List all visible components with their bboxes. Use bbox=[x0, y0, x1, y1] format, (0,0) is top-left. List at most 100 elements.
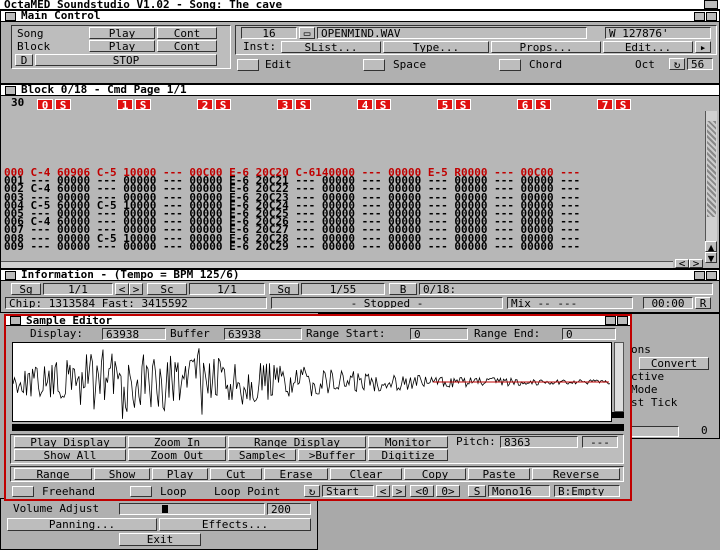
range-button[interactable]: Range bbox=[14, 468, 92, 480]
edit-checkbox[interactable] bbox=[237, 59, 259, 71]
oct-value[interactable]: 56 bbox=[687, 58, 713, 70]
convert-button[interactable]: Convert bbox=[639, 357, 709, 370]
sg2-button[interactable]: Sg bbox=[269, 283, 299, 295]
pitch-note[interactable]: --- bbox=[582, 436, 618, 448]
track-solo-button[interactable]: S bbox=[535, 99, 551, 111]
pattern-row[interactable]: 008 --- 00000 C-5 10000 --- 00000 E-6 20… bbox=[4, 231, 581, 245]
scroll-down-arrow[interactable]: ▼ bbox=[705, 252, 717, 263]
range-end-value[interactable]: 0 bbox=[562, 328, 616, 340]
instrument-number[interactable]: 16 bbox=[241, 27, 297, 39]
waveform-hscroll[interactable] bbox=[12, 424, 624, 431]
range-start-value[interactable]: 0 bbox=[410, 328, 468, 340]
block-editor-titlebar[interactable]: Block 0/18 - Cmd Page 1/1 bbox=[1, 84, 719, 96]
range-display-button[interactable]: Range Display bbox=[228, 436, 366, 448]
close-gadget[interactable] bbox=[10, 316, 21, 325]
pattern-row[interactable]: 002 C-4 60000 --- 00000 --- 00000 E-6 20… bbox=[4, 182, 581, 196]
zoom-gadget[interactable] bbox=[706, 12, 717, 21]
depth-gadget[interactable] bbox=[694, 12, 705, 21]
pattern-row[interactable]: 001 --- 00000 --- 00000 --- 00000 E-6 20… bbox=[4, 174, 581, 188]
track-solo-button[interactable]: S bbox=[615, 99, 631, 111]
pattern-row[interactable]: 005 --- 00000 --- 00000 --- 00000 E-6 20… bbox=[4, 207, 581, 220]
show-all-button[interactable]: Show All bbox=[14, 449, 126, 461]
track-solo-button[interactable]: S bbox=[295, 99, 311, 111]
information-titlebar[interactable]: Information - (Tempo = BPM 125/6) bbox=[1, 269, 719, 281]
reverse-button[interactable]: Reverse bbox=[532, 468, 620, 480]
pattern-row[interactable]: 009 --- 00000 --- 00000 --- 00000 E-6 20… bbox=[4, 239, 581, 253]
close-gadget[interactable] bbox=[5, 86, 16, 95]
panning-button[interactable]: Panning... bbox=[7, 518, 157, 531]
zoom-gadget[interactable] bbox=[706, 271, 717, 280]
instrument-scroll-button[interactable]: ▸ bbox=[695, 41, 711, 53]
oct-cycle-icon[interactable]: ↻ bbox=[669, 58, 685, 70]
effects-button[interactable]: Effects... bbox=[159, 518, 311, 531]
play-range-button[interactable]: Play bbox=[152, 468, 208, 480]
copy-button[interactable]: Copy bbox=[404, 468, 466, 480]
play-display-button[interactable]: Play Display bbox=[14, 436, 126, 448]
track-number[interactable]: 7 bbox=[597, 99, 613, 111]
pitch-value[interactable]: 8363 bbox=[500, 436, 578, 448]
erase-button[interactable]: Erase bbox=[264, 468, 328, 480]
zoom-out-button[interactable]: Zoom Out bbox=[128, 449, 226, 461]
exit-button[interactable]: Exit bbox=[119, 533, 201, 546]
pattern-row[interactable]: 006 C-4 60000 --- 00000 --- 00000 E-6 20… bbox=[4, 215, 581, 229]
freehand-checkbox[interactable] bbox=[12, 486, 34, 497]
track-solo-button[interactable]: S bbox=[455, 99, 471, 111]
depth-gadget[interactable] bbox=[694, 271, 705, 280]
cut-button[interactable]: Cut bbox=[210, 468, 262, 480]
close-gadget[interactable] bbox=[5, 12, 16, 21]
play-block-button[interactable]: Play bbox=[89, 40, 155, 52]
to-buffer-button[interactable]: >Buffer bbox=[298, 449, 366, 461]
pattern-row[interactable]: 004 C-5 60000 C-5 10000 --- 00000 E-6 20… bbox=[4, 198, 581, 212]
cont-song-button[interactable]: Cont bbox=[157, 27, 217, 39]
folder-icon[interactable]: ▭ bbox=[299, 27, 315, 39]
main-control-titlebar[interactable]: Main Control bbox=[1, 10, 719, 22]
digitize-button[interactable]: Digitize bbox=[368, 449, 448, 461]
edit-instrument-button[interactable]: Edit... bbox=[603, 41, 693, 53]
volume-knob[interactable] bbox=[162, 505, 168, 513]
close-gadget[interactable] bbox=[5, 271, 16, 280]
pattern-area[interactable]: 000 C-4 60906 C-5 10000 --- 00C00 E-6 20… bbox=[1, 111, 705, 266]
instrument-name-field[interactable]: OPENMIND.WAV bbox=[317, 27, 587, 39]
track-solo-button[interactable]: S bbox=[135, 99, 151, 111]
loop-from-zero-button[interactable]: 0> bbox=[436, 485, 460, 497]
scroll-left-arrow[interactable]: < bbox=[675, 259, 689, 268]
chord-checkbox[interactable] bbox=[499, 59, 521, 71]
next-button[interactable]: > bbox=[129, 283, 143, 295]
loop-next-button[interactable]: > bbox=[392, 485, 406, 497]
depth-gadget[interactable] bbox=[704, 0, 718, 9]
props-button[interactable]: Props... bbox=[491, 41, 601, 53]
clear-button[interactable]: Clear bbox=[330, 468, 402, 480]
waveform-vscroll-thumb[interactable] bbox=[612, 412, 624, 418]
play-song-button[interactable]: Play bbox=[89, 27, 155, 39]
pattern-row[interactable]: 007 --- 00000 --- 00000 --- 00000 E-6 20… bbox=[4, 223, 581, 237]
track-number[interactable]: 2 bbox=[197, 99, 213, 111]
param-slider[interactable] bbox=[629, 426, 679, 437]
track-number[interactable]: 4 bbox=[357, 99, 373, 111]
cont-block-button[interactable]: Cont bbox=[157, 40, 217, 52]
r-button[interactable]: R bbox=[695, 297, 711, 309]
sg-button[interactable]: Sg bbox=[11, 283, 41, 295]
track-number[interactable]: 5 bbox=[437, 99, 453, 111]
loop-checkbox[interactable] bbox=[130, 486, 152, 497]
scroll-right-arrow[interactable]: > bbox=[689, 259, 703, 268]
loop-start-field[interactable]: Start bbox=[322, 485, 374, 497]
track-solo-button[interactable]: S bbox=[375, 99, 391, 111]
waveform-vscroll[interactable] bbox=[614, 342, 624, 412]
track-number[interactable]: 6 bbox=[517, 99, 533, 111]
vertical-scrollbar[interactable] bbox=[705, 111, 717, 251]
space-checkbox[interactable] bbox=[363, 59, 385, 71]
track-number[interactable]: 3 bbox=[277, 99, 293, 111]
pattern-row[interactable]: 003 --- 00000 --- 00000 --- 00000 E-6 20… bbox=[4, 190, 581, 204]
track-solo-button[interactable]: S bbox=[215, 99, 231, 111]
scroll-up-arrow[interactable]: ▲ bbox=[705, 241, 717, 252]
slist-button[interactable]: SList... bbox=[281, 41, 381, 53]
loop-prev-button[interactable]: < bbox=[376, 485, 390, 497]
horizontal-scrollbar[interactable] bbox=[1, 261, 673, 268]
monitor-button[interactable]: Monitor bbox=[368, 436, 448, 448]
paste-button[interactable]: Paste bbox=[468, 468, 530, 480]
